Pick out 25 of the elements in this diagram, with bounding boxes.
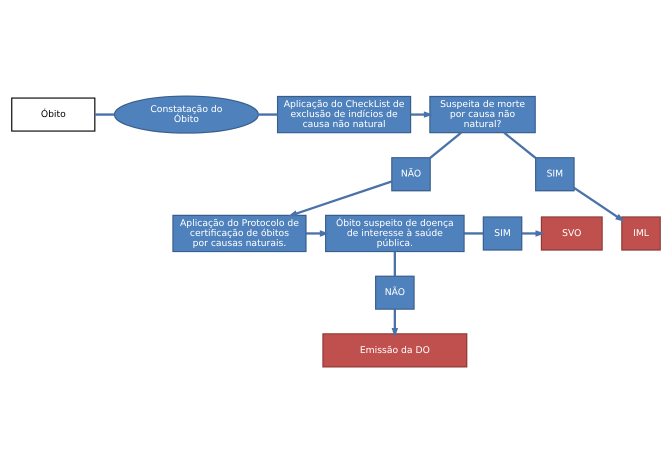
node-box: NÃO <box>375 275 415 310</box>
node-box: Óbito suspeito de doença de interesse à saúde pública. <box>325 214 465 252</box>
node-ellipse: Constatação do Óbito <box>114 94 259 134</box>
node-box: SVO <box>540 216 603 250</box>
node-box: SIM <box>482 216 522 250</box>
arrow <box>522 230 545 236</box>
arrow <box>392 308 398 337</box>
node-box: Aplicação do CheckList de exclusão de indícios de causa não natural <box>276 95 412 133</box>
arrow <box>288 180 392 216</box>
node-box: Emissão da DO <box>322 332 468 367</box>
node-box: Aplicação do Protocolo de certificação de óbitos por causas naturais. <box>172 214 307 252</box>
arrow <box>574 186 625 222</box>
connector <box>258 112 278 116</box>
node-box: Suspeita de morte por causa não natural? <box>429 95 536 133</box>
arrow <box>306 230 330 236</box>
connector <box>504 131 536 158</box>
connector <box>94 112 114 116</box>
node-box: NÃO <box>391 156 431 191</box>
node-box: Óbito <box>11 96 96 132</box>
connector <box>464 232 484 234</box>
connector <box>394 251 396 276</box>
node-box: SIM <box>535 156 575 191</box>
connector <box>430 131 462 158</box>
node-box: IML <box>621 216 661 250</box>
arrow <box>410 110 434 118</box>
